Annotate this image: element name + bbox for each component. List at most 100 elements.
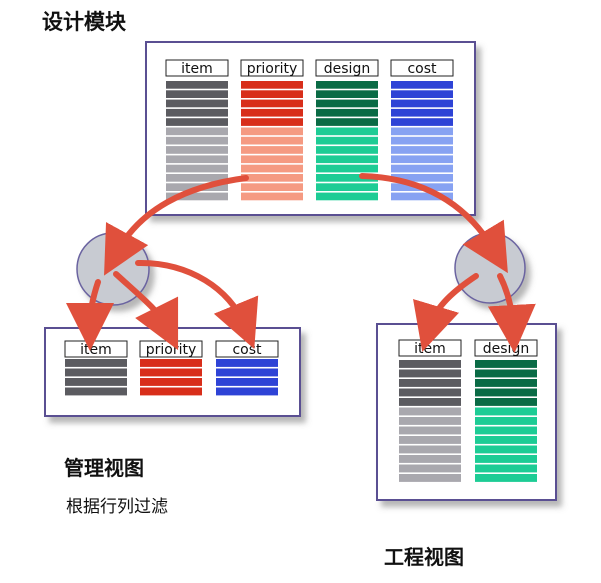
column-row-stripe — [391, 108, 453, 117]
column-row-stripe — [241, 90, 303, 98]
column-row-stripe — [391, 90, 453, 98]
column-row-stripe — [166, 192, 228, 201]
column-header-label: item — [80, 342, 112, 358]
column-row-stripe — [475, 426, 537, 435]
column-row-stripe — [241, 81, 303, 89]
arrow-filter-to-priority — [113, 271, 179, 351]
column-row-stripe — [241, 127, 303, 136]
arrow-filter-to-eng-item — [413, 273, 479, 352]
column-row-stripe — [65, 387, 127, 396]
column-row-stripe — [140, 378, 202, 386]
column-row-stripe — [391, 146, 453, 154]
column-row-stripe — [316, 81, 378, 89]
column-row-stripe — [140, 387, 202, 396]
column-row-stripe — [475, 474, 537, 482]
column-header-label: priority — [146, 342, 197, 358]
column-row-stripe — [166, 90, 228, 98]
column-row-stripe — [399, 455, 461, 463]
column-header-label: item — [181, 61, 213, 77]
column-row-stripe — [241, 174, 303, 182]
column-row-stripe — [241, 155, 303, 164]
column-row-stripe — [399, 360, 461, 368]
column-header-label: design — [483, 341, 529, 357]
column-row-stripe — [391, 127, 453, 136]
column-row-stripe — [166, 136, 228, 145]
column-row-stripe — [316, 155, 378, 164]
arrow-filter-to-cost — [135, 259, 259, 349]
column-row-stripe — [241, 183, 303, 191]
column-row-stripe — [475, 398, 537, 406]
column-row-stripe — [241, 164, 303, 173]
column-row-stripe — [216, 387, 278, 396]
column-row-stripe — [391, 81, 453, 89]
column-row-stripe — [316, 90, 378, 98]
column-row-stripe — [391, 164, 453, 173]
column-row-stripe — [399, 464, 461, 473]
column-row-stripe — [399, 417, 461, 425]
column-row-stripe — [241, 146, 303, 154]
column-row-stripe — [399, 426, 461, 435]
column-row-stripe — [391, 155, 453, 164]
column-row-stripe — [241, 99, 303, 108]
column-row-stripe — [65, 359, 127, 367]
column-row-stripe — [316, 164, 378, 173]
column-row-stripe — [316, 174, 378, 182]
column-row-stripe — [399, 379, 461, 387]
column-header-label: priority — [247, 61, 298, 77]
column-row-stripe — [399, 474, 461, 482]
column-row-stripe — [140, 359, 202, 367]
column-row-stripe — [316, 108, 378, 117]
design-module-column-item: item — [165, 59, 229, 201]
column-row-stripe — [399, 436, 461, 444]
column-row-stripe — [216, 378, 278, 386]
column-header-box — [315, 59, 379, 77]
column-row-stripe — [316, 118, 378, 126]
column-row-stripe — [241, 136, 303, 145]
column-row-stripe — [65, 368, 127, 377]
column-row-stripe — [475, 388, 537, 397]
column-row-stripe — [65, 378, 127, 386]
column-header-box — [390, 59, 454, 77]
arrow-design-to-management — [104, 175, 249, 276]
column-row-stripe — [166, 118, 228, 126]
column-row-stripe — [399, 388, 461, 397]
column-row-stripe — [216, 359, 278, 367]
management-view-title: 管理视图 — [64, 456, 144, 480]
column-row-stripe — [475, 417, 537, 425]
column-row-stripe — [475, 445, 537, 454]
column-row-stripe — [391, 192, 453, 201]
engineering-view-column-item: item — [398, 339, 462, 482]
design-module-column-priority: priority — [240, 59, 304, 201]
column-header-label: design — [324, 61, 370, 77]
column-row-stripe — [166, 127, 228, 136]
management-view-caption: 根据行列过滤 — [66, 497, 168, 517]
column-row-stripe — [475, 360, 537, 368]
column-row-stripe — [475, 436, 537, 444]
column-row-stripe — [166, 146, 228, 154]
engineering-view-title: 工程视图 — [384, 545, 464, 569]
column-row-stripe — [399, 369, 461, 378]
column-header-label: cost — [407, 61, 437, 77]
column-row-stripe — [166, 81, 228, 89]
arrow-filter-to-item — [66, 279, 115, 351]
column-row-stripe — [475, 455, 537, 463]
column-row-stripe — [316, 192, 378, 201]
column-header-box — [240, 59, 304, 77]
column-row-stripe — [399, 398, 461, 406]
column-row-stripe — [241, 192, 303, 201]
column-row-stripe — [166, 108, 228, 117]
column-row-stripe — [316, 127, 378, 136]
column-row-stripe — [166, 174, 228, 182]
column-row-stripe — [166, 164, 228, 173]
column-row-stripe — [316, 146, 378, 154]
column-row-stripe — [316, 136, 378, 145]
column-header-box — [165, 59, 229, 77]
arrow-design-to-engineering — [359, 173, 508, 274]
column-row-stripe — [475, 379, 537, 387]
column-row-stripe — [241, 118, 303, 126]
column-row-stripe — [166, 155, 228, 164]
column-row-stripe — [241, 108, 303, 117]
column-row-stripe — [399, 445, 461, 454]
column-row-stripe — [475, 369, 537, 378]
